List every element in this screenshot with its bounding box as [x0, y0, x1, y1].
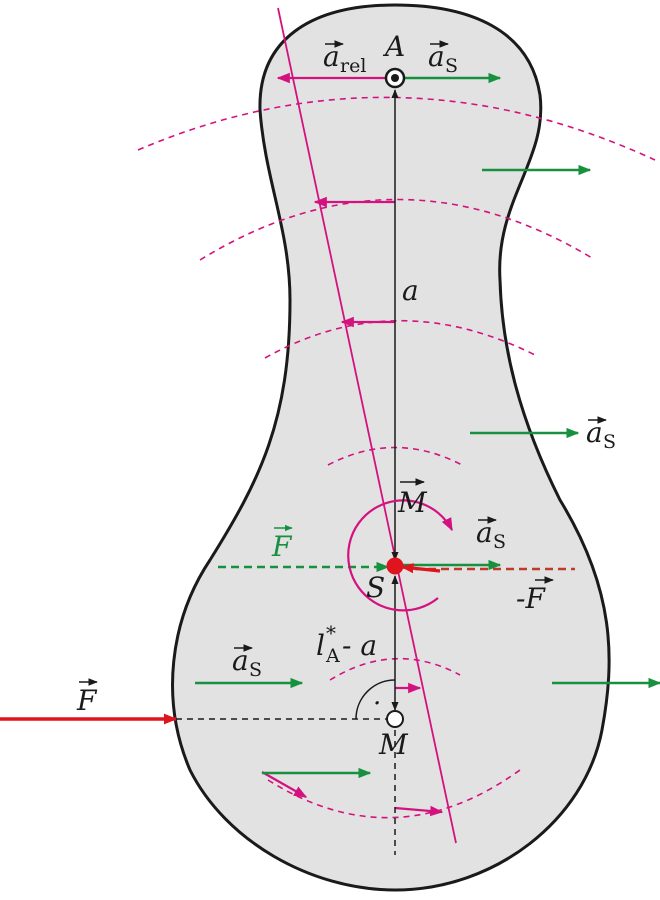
- svg-text:a: a: [323, 40, 340, 73]
- svg-text:S: S: [493, 531, 506, 553]
- right-angle-dot: ·: [373, 689, 381, 719]
- label-point-s: S: [366, 571, 385, 604]
- label-a-s-near-s: a S: [476, 516, 506, 553]
- svg-text:rel: rel: [340, 55, 366, 77]
- label-force-green: F: [271, 524, 293, 563]
- svg-text:A: A: [325, 645, 340, 667]
- svg-text:- a: - a: [342, 629, 377, 662]
- svg-text:l: l: [316, 629, 325, 662]
- svg-text:M: M: [397, 486, 428, 519]
- a-rel-arrow-6: [394, 805, 444, 817]
- right-angle-mark: [355, 679, 396, 720]
- label-neg-force: -F: [516, 576, 554, 615]
- svg-text:S: S: [603, 431, 616, 453]
- arc-2: [199, 198, 593, 261]
- label-length-a: a: [402, 274, 419, 307]
- neg-force-arrow: [400, 563, 441, 574]
- label-la-minus-a: l * A - a: [316, 621, 377, 667]
- svg-text:a: a: [428, 40, 445, 73]
- moment-circle: [347, 499, 453, 612]
- svg-text:a: a: [232, 644, 249, 677]
- svg-text:F: F: [76, 684, 98, 717]
- pivot-bearing-icon: [384, 67, 406, 89]
- label-moment: M: [397, 478, 428, 519]
- arc-3: [264, 319, 536, 359]
- label-point-m: M: [378, 728, 409, 761]
- instantaneous-axis-line: [277, 7, 457, 844]
- relative-acceleration-arrows: [261, 72, 444, 817]
- label-a-s-lower: a S: [232, 644, 262, 681]
- label-external-force: F: [76, 678, 98, 717]
- svg-text:*: *: [326, 621, 336, 645]
- svg-text:a: a: [586, 416, 603, 449]
- label-a-rel: a rel: [323, 40, 366, 77]
- center-of-mass-dot: [386, 557, 404, 575]
- svg-text:a: a: [476, 516, 493, 549]
- pendulum-body: [171, 3, 611, 892]
- label-point-a: A: [382, 30, 405, 63]
- svg-text:S: S: [249, 659, 262, 681]
- percussion-center-circle: [386, 710, 404, 728]
- label-a-s-middle: a S: [586, 416, 616, 453]
- a-rel-arrow-5: [261, 771, 308, 798]
- label-a-s-top: a S: [428, 40, 458, 77]
- svg-text:F: F: [271, 530, 293, 563]
- svg-text:-F: -F: [516, 582, 546, 615]
- svg-text:S: S: [445, 55, 458, 77]
